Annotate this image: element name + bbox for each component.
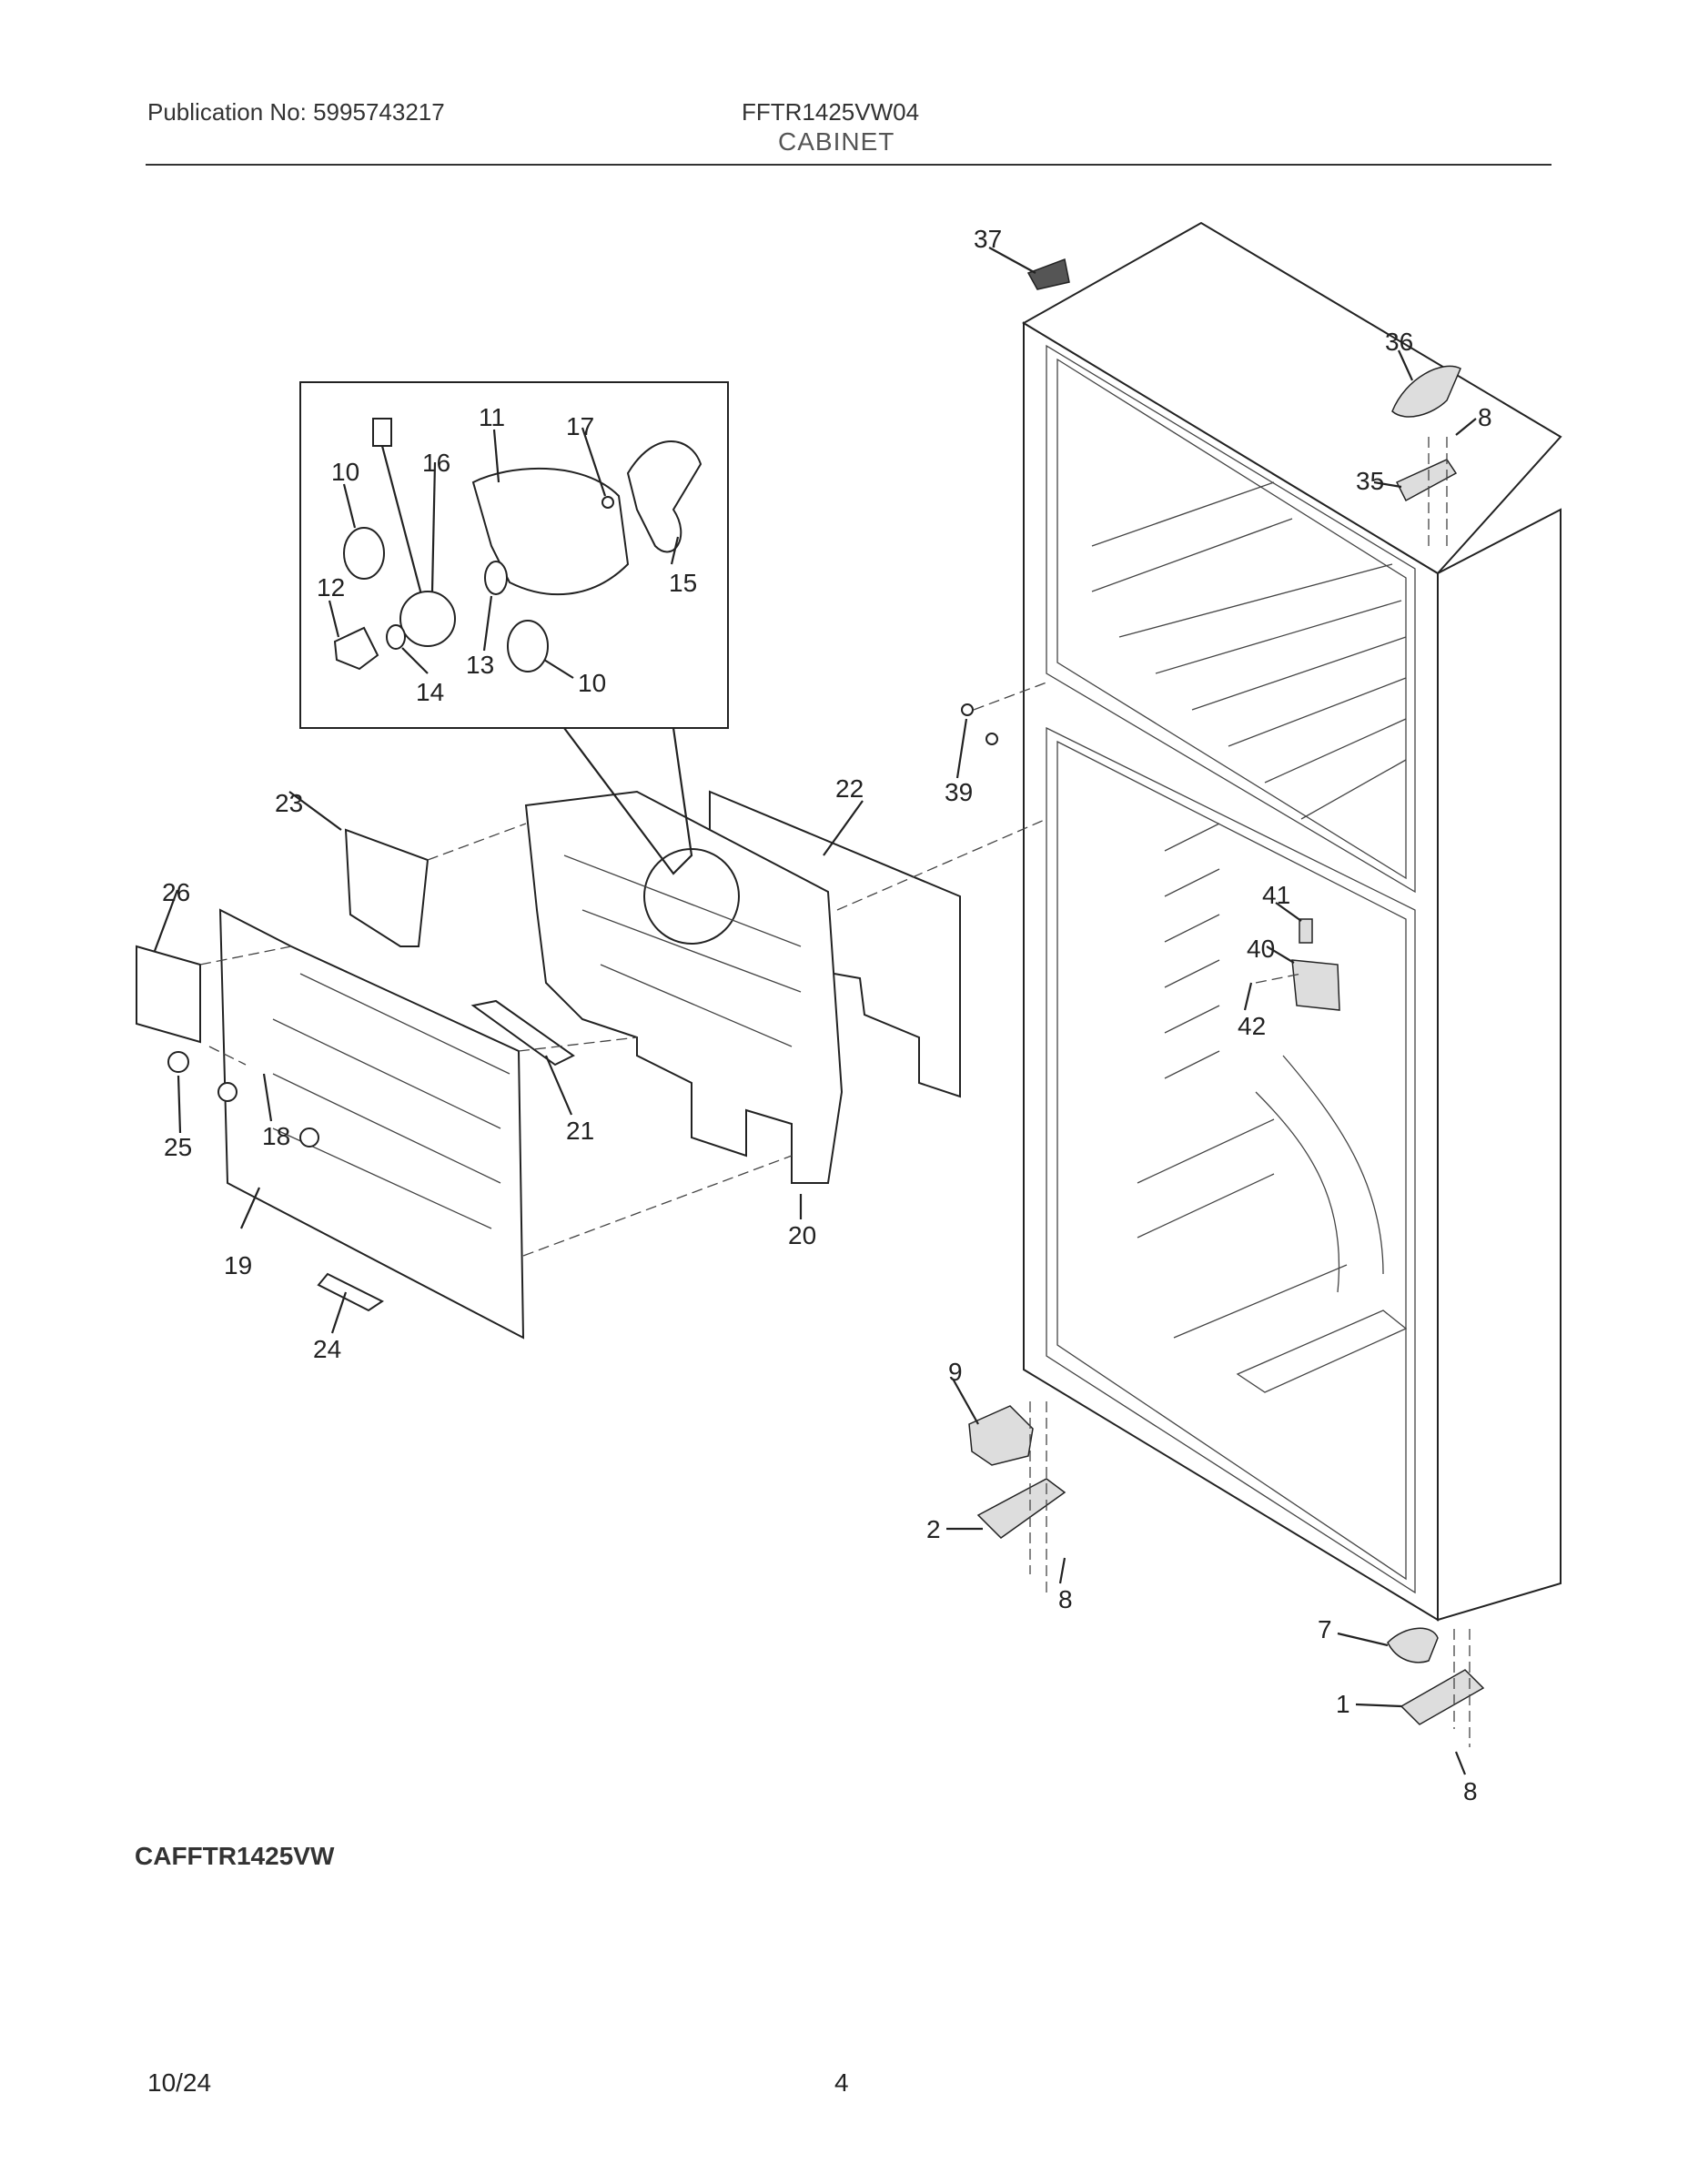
part-19-front-panel	[217, 908, 525, 1340]
callout-26: 26	[162, 878, 190, 906]
part-24-grille	[317, 1272, 384, 1334]
callout-1: 1	[1336, 1690, 1350, 1718]
callout-40: 40	[1247, 935, 1275, 963]
part-20-evap-cover	[524, 790, 844, 1219]
callout-13: 13	[466, 651, 494, 679]
callout-20: 20	[788, 1221, 816, 1249]
callout-2: 2	[926, 1515, 941, 1543]
callout-23: 23	[275, 789, 303, 817]
callout-42: 42	[1238, 1012, 1266, 1040]
cabinet-body	[1022, 221, 1562, 1622]
fan-motor-inset	[299, 381, 729, 875]
callout-14: 14	[416, 678, 444, 706]
callout-8-middle: 8	[1058, 1585, 1073, 1613]
callout-36: 36	[1385, 328, 1413, 356]
callout-37: 37	[974, 225, 1002, 253]
callout-22: 22	[835, 774, 864, 803]
section-title: CABINET	[778, 127, 895, 156]
part-2-center-hinge	[946, 1401, 1066, 1592]
callout-12: 12	[317, 573, 345, 602]
model-number: FFTR1425VW04	[742, 98, 920, 126]
part-42-screws	[1243, 973, 1302, 1011]
page-number: 4	[834, 2068, 849, 2097]
callout-21: 21	[566, 1117, 594, 1145]
callout-10-right: 10	[578, 669, 606, 697]
part-21-strip	[470, 999, 575, 1116]
header-rule	[146, 164, 1552, 166]
callout-10-left: 10	[331, 458, 359, 486]
part-7-hinge-cover	[1337, 1627, 1439, 1663]
alignment-lines	[199, 818, 1047, 1257]
callout-16: 16	[422, 449, 450, 477]
part-36-hinge-cover	[1391, 349, 1461, 418]
callout-41: 41	[1262, 881, 1290, 909]
callout-17: 17	[566, 412, 594, 440]
callout-9: 9	[948, 1358, 963, 1386]
callout-8-bottom: 8	[1463, 1777, 1478, 1805]
publication-number: Publication No: 5995743217	[147, 98, 445, 126]
callout-19: 19	[224, 1251, 252, 1279]
part-40-bracket	[1266, 945, 1340, 1011]
part-8-screws-top	[1428, 418, 1477, 546]
callout-11: 11	[479, 403, 505, 431]
part-37-top-hinge-cover	[988, 247, 1070, 290]
callout-7: 7	[1318, 1615, 1332, 1643]
callout-35: 35	[1356, 467, 1384, 495]
callout-24: 24	[313, 1335, 341, 1363]
part-8-screw-bottom	[1454, 1751, 1467, 1775]
part-41-thermostat-knob	[1275, 902, 1313, 944]
diagram-code: CAFFTR1425VW	[135, 1842, 335, 1870]
footer-date: 10/24	[147, 2068, 212, 2097]
callout-15: 15	[669, 569, 697, 597]
part-23-baffle	[288, 791, 430, 947]
callout-8-top: 8	[1478, 403, 1492, 431]
part-18-screw	[262, 1073, 273, 1122]
part-35-top-hinge	[1373, 459, 1458, 502]
part-25-plug	[167, 1051, 189, 1134]
callout-39: 39	[945, 778, 973, 806]
part-9-hinge-cover	[952, 1378, 1034, 1466]
callout-25: 25	[164, 1133, 192, 1161]
part-39-screws	[955, 682, 1047, 779]
part-1-bottom-hinge	[1355, 1629, 1485, 1747]
callout-18: 18	[262, 1122, 290, 1150]
part-8-screw-middle	[1058, 1557, 1066, 1584]
part-26-bracket	[136, 889, 201, 1044]
